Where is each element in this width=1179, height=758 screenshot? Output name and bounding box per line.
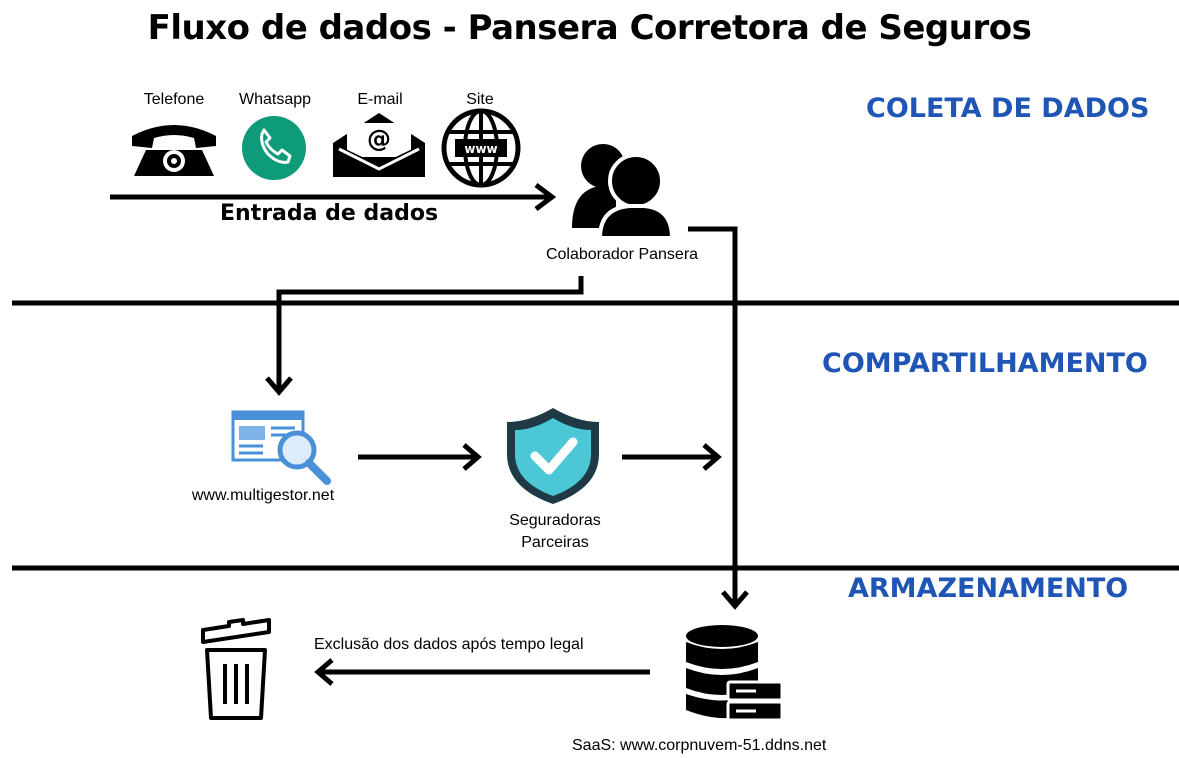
entrada-arrow — [110, 183, 557, 211]
trash-icon — [201, 618, 271, 720]
colaborador-to-multigestor-arrow — [265, 276, 584, 396]
diagram-title: Fluxo de dados - Pansera Corretora de Se… — [147, 8, 1032, 48]
seguradoras-label-line1: Seguradoras — [509, 512, 601, 529]
svg-text:@: @ — [367, 125, 391, 153]
shield-check-icon — [507, 408, 599, 504]
colaborador-label: Colaborador Pansera — [545, 246, 699, 263]
entrada-de-dados-label: Entrada de dados — [220, 201, 439, 226]
exclusao-label: Exclusão dos dados após tempo legal — [314, 636, 584, 653]
whatsapp-icon — [242, 116, 306, 180]
channel-label-email: E-mail — [357, 91, 403, 108]
seguradoras-label-line2: Parceiras — [521, 534, 589, 551]
email-icon: @ — [333, 113, 425, 177]
multigestor-to-seguradoras-arrow — [358, 443, 482, 471]
channel-label-telefone: Telefone — [143, 91, 205, 108]
channel-label-whatsapp: Whatsapp — [238, 91, 312, 108]
saas-label: SaaS: www.corpnuvem-51.ddns.net — [572, 737, 827, 754]
database-icon — [686, 625, 784, 722]
exclusao-arrow — [314, 658, 650, 686]
multigestor-label: www.multigestor.net — [191, 487, 335, 504]
seguradoras-outgoing-arrow — [622, 443, 722, 471]
section-armazenamento: ARMAZENAMENTO — [848, 573, 1129, 604]
section-coleta-de-dados: COLETA DE DADOS — [866, 93, 1150, 124]
window-search-icon — [231, 410, 331, 485]
colaborador-to-storage-arrow — [688, 226, 749, 610]
telephone-icon — [132, 125, 216, 176]
channel-label-site: Site — [466, 91, 494, 108]
users-icon — [572, 144, 675, 240]
globe-www-icon: www — [441, 108, 521, 188]
section-compartilhamento: COMPARTILHAMENTO — [822, 348, 1148, 379]
svg-text:www: www — [464, 142, 497, 156]
